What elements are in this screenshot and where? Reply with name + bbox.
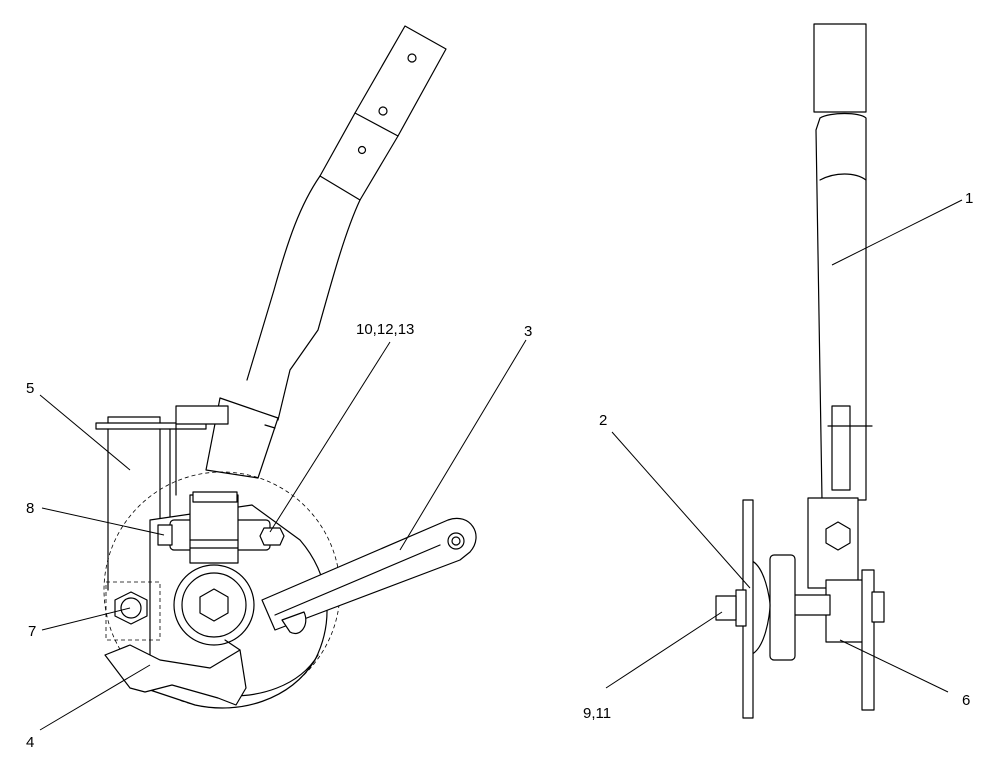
callout-7: 7	[28, 623, 36, 640]
callout-5: 5	[26, 380, 34, 397]
left-view-assembly	[95, 25, 477, 709]
leader-9	[605, 611, 723, 689]
callout-3: 3	[524, 323, 532, 340]
leader-8	[41, 507, 165, 536]
callout-1: 1	[965, 190, 973, 207]
callout-6: 6	[962, 692, 970, 709]
lever-arm	[261, 517, 477, 634]
leader-3	[399, 339, 527, 551]
hub	[173, 564, 255, 646]
leader-6	[839, 639, 949, 693]
disc	[749, 559, 771, 656]
handle-grip	[813, 23, 867, 113]
handle-collar	[192, 491, 238, 503]
leader-10	[269, 341, 391, 533]
leader-2	[611, 431, 751, 589]
latch	[831, 405, 851, 491]
leader-5	[39, 394, 131, 471]
leader-lines	[39, 199, 963, 731]
pawl-bar	[157, 494, 285, 564]
spool	[769, 554, 796, 661]
mount-block	[105, 581, 161, 641]
pivot-hex	[825, 521, 851, 551]
pawl	[104, 639, 247, 706]
side-bolt	[871, 591, 885, 623]
nut	[735, 589, 747, 627]
callout-8: 8	[26, 500, 34, 517]
side-plate	[861, 569, 875, 711]
callout-labels: 1 2 3 4 5 6 7 8 9,11 10,12,13	[26, 190, 973, 751]
callout-10-12-13: 10,12,13	[356, 321, 414, 338]
callout-2: 2	[599, 412, 607, 429]
callout-9-11: 9,11	[583, 705, 611, 722]
handle-lower	[205, 175, 361, 479]
clamp	[825, 579, 867, 643]
leader-1	[831, 199, 963, 266]
bolt-head	[715, 595, 737, 621]
callout-4: 4	[26, 734, 34, 751]
right-view-assembly	[715, 23, 885, 719]
leader-7	[41, 607, 131, 631]
leader-4	[39, 664, 151, 731]
handle-upper	[319, 25, 447, 201]
